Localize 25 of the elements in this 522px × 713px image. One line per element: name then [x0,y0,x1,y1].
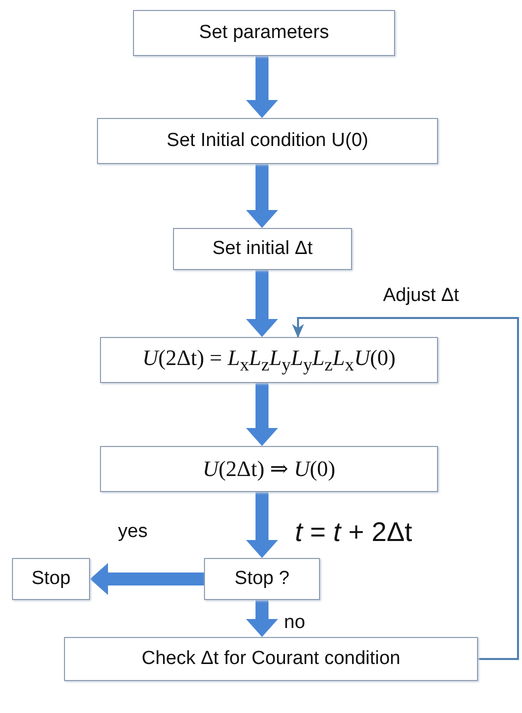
block-arrow [246,383,278,446]
box-label: Stop [31,568,71,590]
process-box [12,558,90,600]
box-label: Stop ? [234,568,290,590]
process-box [100,446,438,492]
formula: U(2Δt) = L$_{x}$L$_{z}$L$_{y}$L$_{y}$L$_{z}$L$_{x}$U(0) [142,344,396,376]
box-label: Check Δt for Courant condition [142,648,400,670]
process-box [97,118,438,164]
block-arrow [246,56,278,118]
box-label: Set initial Δt [212,238,313,260]
process-box [204,558,320,600]
box-label: Set Initial condition U(0) [166,130,368,152]
formula: U(2Δt) ⇒ U(0) [202,456,336,482]
process-box [173,228,352,270]
block-arrow [246,270,278,337]
block-arrow [246,492,278,558]
block-arrow [90,563,204,595]
box-label: Set parameters [199,22,329,44]
process-box [100,337,438,383]
edge-label: Adjust Δt [383,286,460,307]
process-box [133,10,395,56]
process-box [64,637,478,681]
block-arrow [246,164,278,228]
feedback-arrow [292,317,519,660]
block-arrow [246,600,278,637]
